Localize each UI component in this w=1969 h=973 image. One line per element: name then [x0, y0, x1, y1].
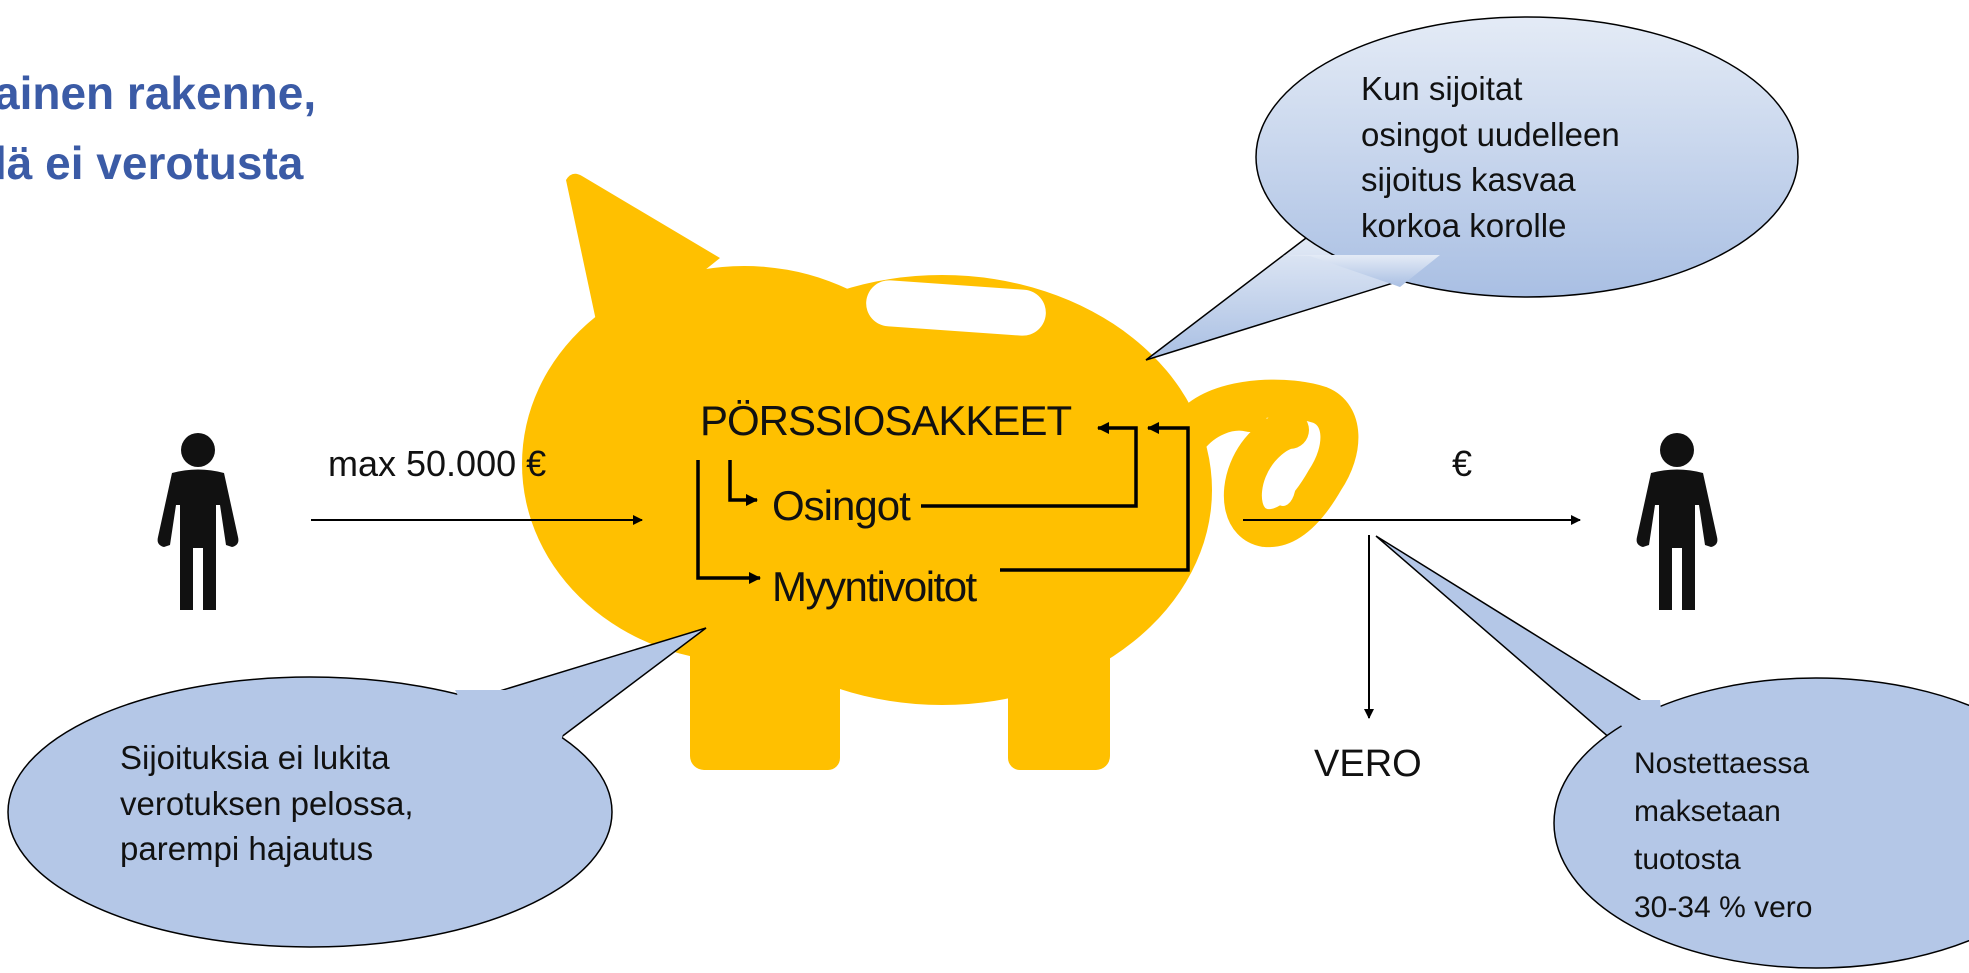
person-icon-recipient	[1636, 433, 1718, 610]
callout-no-lock-line: verotuksen pelossa,	[120, 784, 414, 822]
callout-withdraw-tax	[1375, 535, 1969, 969]
coin-slot	[866, 280, 1046, 336]
callout-withdraw-tax-text: Nostettaessa maksetaan tuotosta 30-34 % …	[1634, 740, 1812, 932]
title-line-1: ainen rakenne,	[0, 67, 317, 119]
person-icon-investor	[157, 433, 239, 610]
callout-no-lock-line: parempi hajautus	[120, 830, 374, 868]
callout-no-lock-line: Sijoituksia ei lukita	[120, 739, 390, 776]
tail-hole	[1270, 458, 1296, 506]
callout-reinvest-text: Kun sijoitat osingot uudelleen sijoitus …	[1361, 66, 1620, 248]
deposit-label: max 50.000 €	[328, 443, 547, 484]
callout-withdraw-tax-line: 30-34 % vero	[1634, 891, 1813, 924]
title-line-2: lä ei verotusta	[0, 137, 304, 189]
piggy-body-shape	[672, 275, 1212, 705]
piggy-leg-front	[690, 620, 800, 770]
callout-reinvest-line: korkoa korolle	[1361, 206, 1567, 244]
callout-reinvest	[1145, 16, 1799, 361]
callout-withdraw-tax-line: tuotosta	[1634, 843, 1741, 876]
callout-withdraw-tax-line: Nostettaessa	[1634, 747, 1810, 780]
piggy-leg-back	[1010, 625, 1110, 770]
callout-no-lock-text: Sijoituksia ei lukita verotuksen pelossa…	[120, 735, 414, 872]
tax-label: VERO	[1314, 743, 1422, 785]
stocks-label: PÖRSSIOSAKKEET	[700, 397, 1072, 444]
callout-no-lock	[7, 627, 707, 948]
withdraw-label: €	[1452, 443, 1473, 484]
capital-gains-label: Myyntivoitot	[772, 563, 977, 610]
callout-reinvest-line: sijoitus kasvaa	[1361, 161, 1576, 199]
dividends-label: Osingot	[772, 482, 911, 529]
reinvest-flow	[696, 422, 1190, 584]
callout-reinvest-line: Kun sijoitat	[1361, 70, 1523, 107]
callout-reinvest-line: osingot uudelleen	[1361, 115, 1620, 153]
callout-withdraw-tax-line: maksetaan	[1634, 795, 1781, 828]
piggy-snout	[626, 420, 696, 548]
